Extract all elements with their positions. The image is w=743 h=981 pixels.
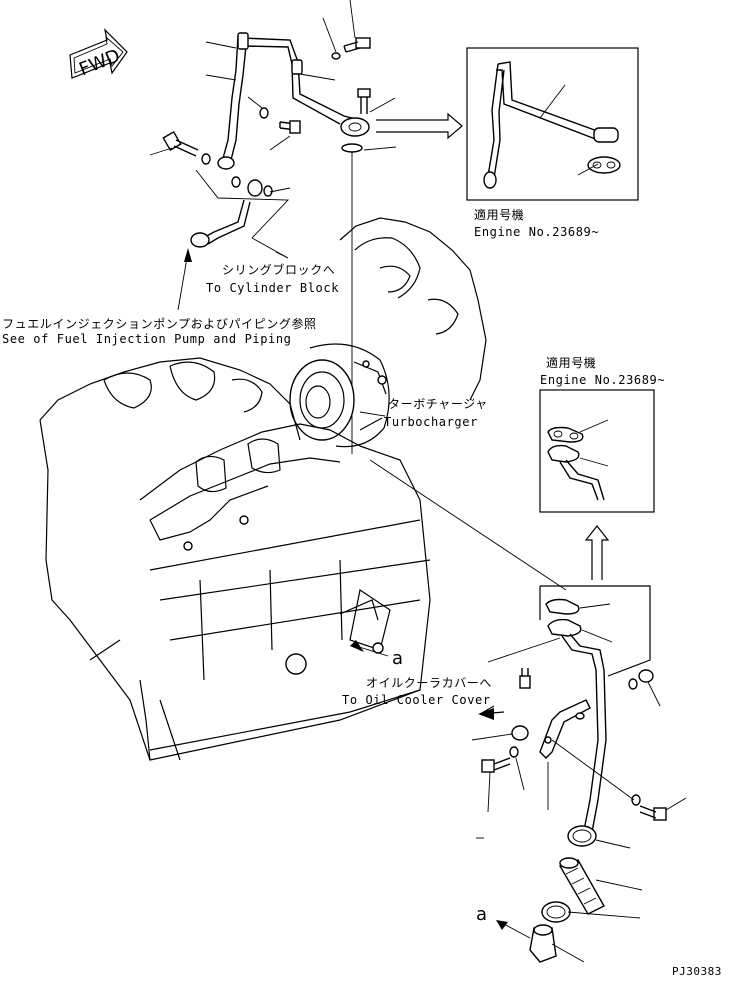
applicable-label-top: 適用号機 [474,207,524,222]
elbow-fitting [529,924,557,963]
gasket [341,143,363,153]
inset-box-lower [539,585,651,833]
up-arrow [584,525,610,580]
bolt [331,37,371,60]
cylinder-block-jp: シリングブロックへ [222,262,335,277]
bolt-oil-cooler [519,668,531,689]
nut-right [638,669,654,683]
oil-cooler-en: To Oil Cooler Cover [342,693,491,707]
oil-inlet-pipe [217,32,370,170]
engine-block [39,217,487,761]
applicable-label-right: 適用号機 [546,355,596,370]
connection-line-2 [369,459,567,591]
fwd-label: FWD [76,45,123,80]
washers-right [259,107,301,134]
washer-right-lower [631,794,641,806]
bolt-left [162,130,211,165]
inset-box-top [466,47,639,201]
nut [511,725,529,741]
bolt-vertical [357,88,371,114]
arrow-to-inset [376,112,463,140]
bolt-left-lower [481,757,511,773]
fuel-pump-jp: フュエルインジェクションポンプおよびパイピング参照 [2,316,317,331]
drawing-code: PJ30383 [672,965,722,978]
fwd-arrow-icon [69,28,128,79]
leader-lines-right [471,681,687,963]
fuel-pump-en: See of Fuel Injection Pump and Piping [2,332,292,346]
bracket [539,699,591,759]
hose-clamp-upper [567,825,597,847]
leader-lines-top [149,0,397,239]
hose [558,857,605,915]
engine-no-top: Engine No.23689~ [474,225,599,239]
turbocharger-jp: ターボチャージャ [388,397,488,411]
bolt-right-lower [639,805,667,821]
inset-box-right [539,389,655,513]
turbocharger-en: Turbocharger [384,415,478,429]
connector-pipe [190,176,273,248]
cylinder-block-en: To Cylinder Block [206,281,339,295]
washer-right [628,678,638,690]
ref-a-bottom: a [476,904,487,925]
washer [509,746,519,758]
hose-clamp-lower [541,901,571,923]
oil-cooler-jp: オイルクーラカバーへ [366,676,492,690]
engine-no-right: Engine No.23689~ [540,373,665,387]
ref-a-engine: a [392,648,403,669]
